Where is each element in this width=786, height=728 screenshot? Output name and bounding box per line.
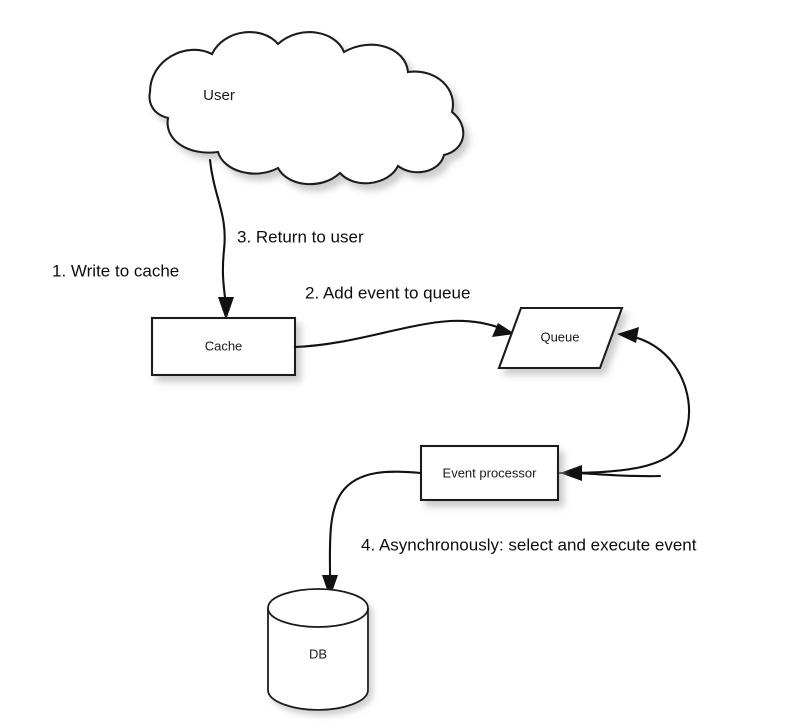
db-cylinder-body	[267, 588, 369, 711]
edge-processor-to-db[interactable]	[322, 470, 423, 598]
edge-user-to-cache[interactable]	[208, 158, 234, 320]
node-event-processor[interactable]: Event processor	[419, 444, 560, 502]
edge-cache-to-queue-arrowhead	[492, 323, 515, 337]
edge-processor-to-db-path	[328, 470, 423, 586]
edge-label-write-to-cache: 1. Write to cache	[52, 261, 179, 280]
edge-label-add-event-to-queue: 2. Add event to queue	[305, 283, 470, 302]
node-db-label: DB	[309, 646, 327, 661]
queue-shape	[497, 306, 624, 370]
node-db[interactable]: DB	[267, 588, 369, 711]
node-event-processor-label: Event processor	[443, 465, 538, 480]
edge-processor-to-db-arrowhead	[322, 575, 338, 598]
edge-processor-to-queue[interactable]	[556, 327, 691, 475]
edge-queue-to-processor-arrowhead	[560, 465, 582, 481]
node-user[interactable]: User	[148, 31, 465, 186]
node-queue-label: Queue	[540, 329, 579, 344]
edge-queue-to-processor-path	[573, 471, 662, 478]
node-cache-label: Cache	[205, 338, 243, 353]
node-cache[interactable]: Cache	[150, 316, 297, 377]
edge-cache-to-queue[interactable]	[293, 319, 515, 349]
cloud-shape	[148, 31, 465, 186]
edge-queue-to-processor[interactable]	[560, 465, 662, 481]
edge-processor-to-queue-arrowhead	[617, 327, 639, 343]
db-cylinder-top-ellipse	[267, 607, 369, 628]
edge-label-return-to-user: 3. Return to user	[237, 227, 364, 246]
edge-user-to-cache-arrowhead	[218, 297, 234, 320]
node-user-label: User	[203, 87, 235, 104]
cache-shape	[150, 316, 297, 377]
edge-user-to-cache-path	[208, 158, 228, 310]
edge-cache-to-queue-path	[293, 319, 505, 349]
node-queue[interactable]: Queue	[497, 306, 624, 370]
edge-label-async-select-execute: 4. Asynchronously: select and execute ev…	[361, 535, 697, 554]
edge-processor-to-queue-path	[556, 334, 691, 475]
